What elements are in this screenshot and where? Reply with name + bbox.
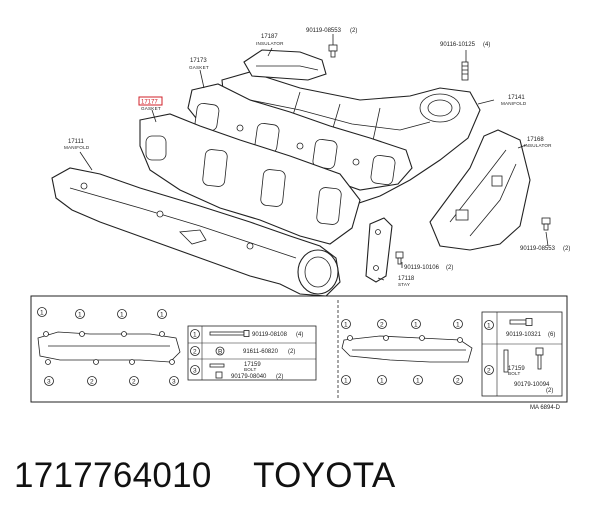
svg-text:1: 1 [416, 378, 420, 385]
label-17118-name: STAY [398, 282, 410, 287]
intake-manifold-17111[interactable] [51, 167, 341, 297]
label-90119-08553-top-num: 90119-08553 [306, 28, 342, 34]
label-17177-name: GASKET [141, 106, 161, 111]
legend-right1-qty: (6) [548, 332, 555, 338]
svg-text:2: 2 [380, 322, 384, 329]
label-90116-10125-num: 90116-10125 [440, 42, 476, 48]
label-17177-num: 17177 [141, 100, 158, 106]
label-17141-name: MANIFOLD [501, 101, 527, 106]
label-90119-08553-top-qty: (2) [350, 28, 357, 34]
highlight-box-17177 [138, 96, 163, 106]
left-inset-manifold [37, 331, 181, 365]
label-17168-name: INSULATOR [524, 143, 552, 148]
legend-row3a-num: 17159 [244, 362, 261, 368]
label-90119-10106-qty: (2) [446, 265, 453, 271]
svg-text:1: 1 [380, 378, 384, 385]
label-17173-num: 17173 [190, 58, 207, 64]
bolt-90119-10106[interactable] [395, 251, 404, 265]
left-inset-markers: 1 1 1 1 3 2 2 3 [37, 307, 179, 386]
svg-text:2: 2 [90, 379, 94, 386]
right-bolt-table: 1 90119-10321 (6) 2 17159 BOLT 90179-100… [481, 311, 563, 397]
bolt-90119-08553-top[interactable] [328, 44, 338, 58]
svg-text:2: 2 [193, 349, 197, 356]
label-17168-num: 17168 [527, 137, 544, 143]
caption-part-number: 1717764010 [14, 456, 212, 495]
svg-text:1: 1 [193, 332, 197, 339]
label-17173-name: GASKET [189, 65, 209, 70]
legend-row3a-name: BOLT [244, 367, 256, 372]
label-90119-08553-bottom-qty: (2) [563, 246, 570, 252]
legend-row3b-num: 90179-08040 [231, 374, 267, 380]
label-17187-name: INSULATOR [256, 41, 284, 46]
legend-right2a-name: BOLT [508, 371, 520, 376]
legend-row2-qty: (2) [288, 349, 295, 355]
svg-text:1: 1 [344, 322, 348, 329]
part-caption: 1717764010 TOYOTA [14, 456, 428, 496]
legend-right1-num: 90119-10321 [506, 332, 542, 338]
legend-row1-qty: (4) [296, 332, 303, 338]
legend-right2b-qty: (2) [546, 388, 553, 394]
svg-text:3: 3 [193, 368, 197, 375]
label-17187-num: 17187 [261, 34, 278, 40]
insulator-17168[interactable] [429, 129, 531, 251]
svg-text:1: 1 [344, 378, 348, 385]
svg-text:1: 1 [78, 312, 82, 319]
svg-text:2: 2 [132, 379, 136, 386]
left-bolt-table: 1 90119-08108 (4) 2 B 91611-60820 (2) 3 … [187, 325, 317, 381]
bolt-legend-panel: 1 1 1 1 3 2 2 3 1 90119-08108 (4) 2 B 91… [30, 295, 568, 403]
svg-text:2: 2 [456, 378, 460, 385]
caption-brand: TOYOTA [253, 456, 396, 495]
exploded-parts-diagram: 17187 INSULATOR 90119-08553 (2) 90116-10… [30, 28, 570, 411]
right-inset-manifold: 1 2 1 1 1 1 1 2 [341, 319, 473, 385]
svg-text:1: 1 [160, 312, 164, 319]
insulator-17187[interactable] [243, 49, 327, 81]
label-17118-num: 17118 [398, 276, 415, 282]
svg-text:B: B [218, 349, 222, 356]
label-17111-num: 17111 [68, 139, 84, 145]
gasket-17173[interactable] [187, 83, 413, 191]
label-17141-num: 17141 [508, 95, 525, 101]
svg-text:1: 1 [456, 322, 460, 329]
stay-17118[interactable] [365, 217, 393, 283]
legend-row3b-qty: (2) [276, 374, 283, 380]
svg-text:1: 1 [40, 310, 44, 317]
diagram-code: MA 6894-D [530, 405, 561, 411]
legend-right2a-num: 17159 [508, 366, 525, 372]
svg-text:3: 3 [172, 379, 176, 386]
label-90119-08553-bottom-num: 90119-08553 [520, 246, 556, 252]
gasket-17177[interactable] [139, 113, 361, 245]
label-90116-10125-qty: (4) [483, 42, 490, 48]
svg-text:3: 3 [47, 379, 51, 386]
legend-row2-num: 91611-60820 [243, 349, 279, 355]
svg-text:1: 1 [120, 312, 124, 319]
bolt-90119-08553-bottom[interactable] [541, 217, 551, 231]
svg-text:1: 1 [414, 322, 418, 329]
legend-right2b-num: 90179-10094 [514, 382, 550, 388]
legend-row1-num: 90119-08108 [252, 332, 288, 338]
label-17111-name: MANIFOLD [64, 145, 90, 150]
svg-text:2: 2 [487, 368, 491, 375]
label-90119-10106-num: 90119-10106 [404, 265, 440, 271]
stud-90116-10125[interactable] [461, 61, 469, 81]
svg-text:1: 1 [487, 323, 491, 330]
